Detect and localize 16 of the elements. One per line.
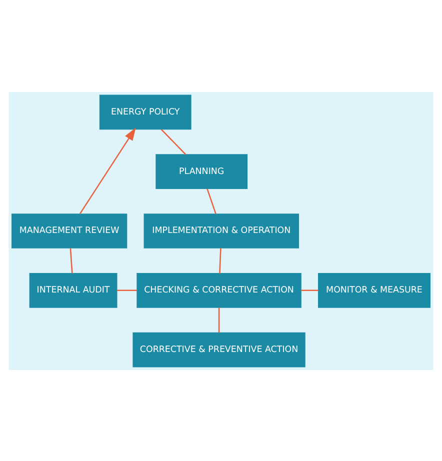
node-box: INTERNAL AUDIT — [29, 272, 118, 308]
connector — [70, 248, 73, 273]
node-box: ENERGY POLICY — [99, 94, 192, 130]
node-box: MANAGEMENT REVIEW — [12, 213, 128, 248]
connector — [219, 248, 222, 273]
connector — [160, 128, 186, 154]
node-box: PLANNING — [156, 154, 248, 189]
connector — [301, 289, 318, 291]
connector — [206, 188, 216, 214]
node-box: IMPLEMENTATION & OPERATION — [144, 213, 300, 248]
connector — [218, 307, 220, 332]
node-box: CORRECTIVE & PREVENTIVE ACTION — [132, 332, 306, 367]
connector — [117, 289, 138, 291]
node-box: MONITOR & MEASURE — [318, 272, 430, 308]
node-box: CHECKING & CORRECTIVE ACTION — [136, 272, 302, 308]
arrow — [80, 127, 136, 214]
